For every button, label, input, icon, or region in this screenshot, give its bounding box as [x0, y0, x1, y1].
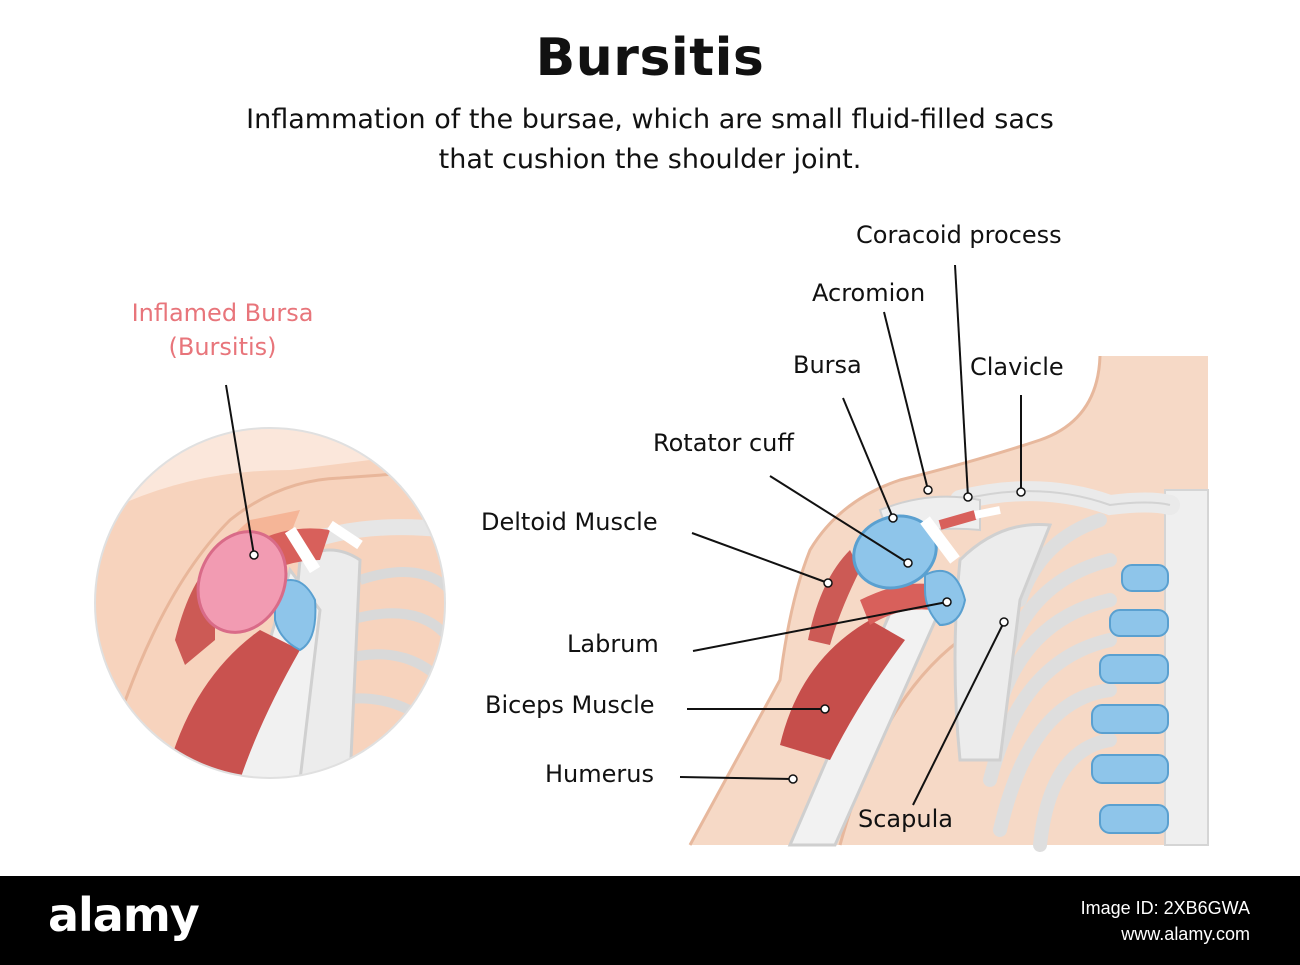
- label-humerus: Humerus: [545, 760, 654, 788]
- site-url: www.alamy.com: [1121, 924, 1250, 944]
- leader-lines: [679, 264, 1022, 806]
- alamy-logo: alamy: [48, 888, 200, 942]
- inset-circle: [95, 428, 445, 778]
- leader-dots: [249, 485, 1026, 784]
- footer-bar: [0, 876, 1300, 965]
- label-deltoid-muscle: Deltoid Muscle: [481, 508, 658, 536]
- page-title: Bursitis: [535, 28, 765, 88]
- label-acromion: Acromion: [812, 279, 926, 307]
- label-bursa: Bursa: [793, 351, 862, 379]
- inflamed-bursa-label-line-1: Inflamed Bursa: [131, 299, 314, 327]
- subtitle-line-2: that cushion the shoulder joint.: [438, 144, 862, 175]
- inflamed-bursa-label-line-2: (Bursitis): [168, 333, 277, 361]
- label-labrum: Labrum: [567, 630, 659, 658]
- label-coracoid-process: Coracoid process: [856, 221, 1062, 249]
- label-scapula: Scapula: [858, 805, 953, 833]
- label-rotator-cuff: Rotator cuff: [653, 429, 794, 457]
- image-credit: Image ID: 2XB6GWA www.alamy.com: [1081, 895, 1250, 947]
- label-biceps-muscle: Biceps Muscle: [485, 691, 655, 719]
- leader-inflamed-bursa: [225, 384, 255, 556]
- anatomy-illustration: [94, 264, 1209, 852]
- subtitle-line-1: Inflammation of the bursae, which are sm…: [246, 104, 1054, 135]
- label-clavicle: Clavicle: [970, 353, 1064, 381]
- page-subtitle: Inflammation of the bursae, which are sm…: [150, 100, 1150, 180]
- image-id: Image ID: 2XB6GWA: [1080, 898, 1250, 918]
- inflamed-bursa-label: Inflamed Bursa (Bursitis): [105, 296, 340, 364]
